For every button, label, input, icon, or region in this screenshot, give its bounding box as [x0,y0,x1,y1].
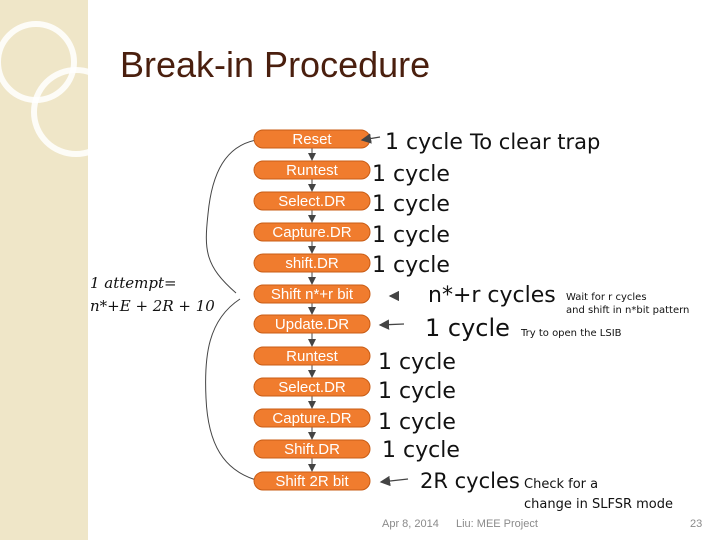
cycle-label: 1 cycle [372,162,450,187]
note-label: change in SLFSR mode [524,497,673,512]
state-label: Select.DR [278,379,346,396]
state-label: Shift 2R bit [275,473,349,490]
cycle-label: 1 cycle [425,314,510,342]
state-label: Shift n*+r bit [271,286,354,303]
state-pill [253,253,371,273]
state-pill [253,314,371,334]
state-pill [253,222,371,242]
state-label: Runtest [286,348,339,365]
pointer-arrow [379,475,409,487]
state-pill [253,346,371,366]
state-label: Runtest [286,162,339,179]
note-label: Try to open the LSIB [520,328,622,339]
cycle-label: 1 cycle [385,130,463,155]
state-label: Update.DR [275,316,349,333]
cycle-label: 1 cycle [378,379,456,404]
attempt-formula-line1: 1 attempt= [90,274,177,292]
cycle-label: 1 cycle [382,438,460,463]
cycle-label: 1 cycle [372,253,450,278]
note-label: Check for a [524,477,598,492]
state-pill [253,191,371,211]
slide-title: Break-in Procedure [120,44,431,85]
state-label: Capture.DR [272,224,351,241]
state-label: Select.DR [278,193,346,210]
pointer-arrow [360,133,381,144]
state-label: shift.DR [285,255,339,272]
page-number: 23 [690,518,703,530]
note-label: and shift in n*bit pattern [566,305,689,316]
pointer-arrow [378,319,405,330]
state-pill [253,408,371,428]
attempt-formula-line2: n*+E + 2R + 10 [90,297,215,315]
state-label: Reset [292,131,332,148]
footer-source: Liu: MEE Project [456,518,538,530]
state-pill [253,439,371,459]
state-pill [253,160,371,180]
state-pill [253,377,371,397]
cycle-label: 1 cycle [378,410,456,435]
cycle-label: 1 cycle [372,192,450,217]
decorative-circles [0,21,110,157]
note-label: Wait for r cycles [566,292,647,303]
cycle-label: 2R cycles [420,469,520,493]
note-label: To clear trap [469,130,600,154]
loop-arc-lower [205,298,257,481]
cycle-label: 1 cycle [372,223,450,248]
loop-arc-upper [205,139,257,294]
cycle-label: 1 cycle [378,350,456,375]
state-pill [253,471,371,491]
footer-date: Apr 8, 2014 [382,518,439,530]
state-label: Shift.DR [284,441,340,458]
state-pill [253,284,371,304]
cycle-label: n*+r cycles [428,283,556,308]
state-label: Capture.DR [272,410,351,427]
